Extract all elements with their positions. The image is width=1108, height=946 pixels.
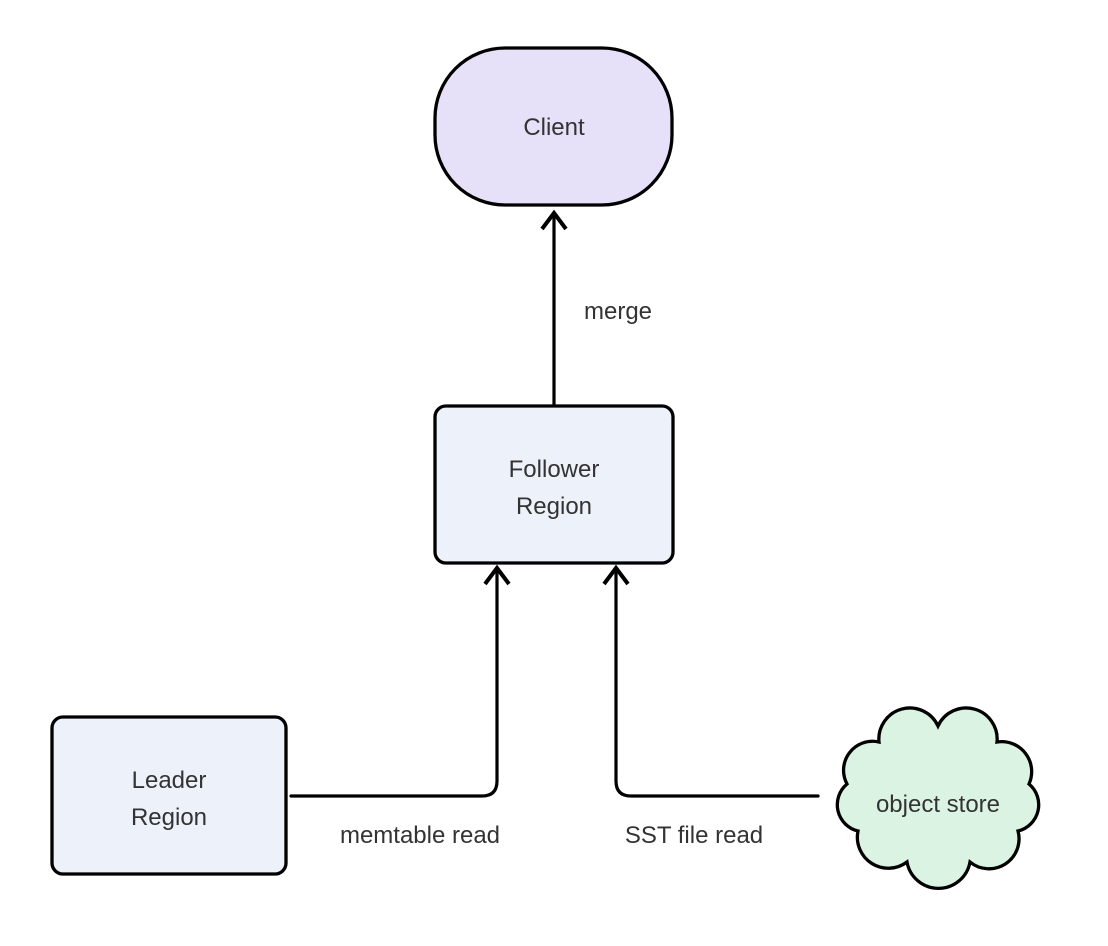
edge-sst-line <box>614 569 820 798</box>
leader-region-label-line2: Region <box>131 804 207 831</box>
memtable-arrowhead-icon <box>483 564 511 586</box>
edge-merge-label: merge <box>584 298 652 325</box>
edge-memtable-label: memtable read <box>340 822 500 849</box>
follower-region-label-line1: Follower <box>509 456 600 483</box>
client-node: Client <box>433 46 674 207</box>
merge-arrowhead-icon <box>540 209 568 231</box>
client-label: Client <box>523 114 585 141</box>
client-shape <box>433 46 674 207</box>
leader-region-node: Leader Region <box>50 715 288 876</box>
follower-region-shape <box>433 404 675 565</box>
sst-arrowhead-icon <box>602 564 630 586</box>
edge-memtable-line <box>289 569 499 798</box>
object-store-cloud-shape <box>835 706 1041 890</box>
leader-region-shape <box>50 715 288 876</box>
follower-region-node: Follower Region <box>433 404 675 565</box>
object-store-label: object store <box>876 791 1000 818</box>
leader-region-label-line1: Leader <box>132 767 207 794</box>
edge-sst-read: SST file read <box>602 564 820 849</box>
edge-merge: merge <box>540 209 652 408</box>
edge-sst-label: SST file read <box>625 822 763 849</box>
edge-memtable-read: memtable read <box>289 564 511 849</box>
object-store-node: object store <box>835 706 1041 890</box>
follower-region-label-line2: Region <box>516 493 592 520</box>
